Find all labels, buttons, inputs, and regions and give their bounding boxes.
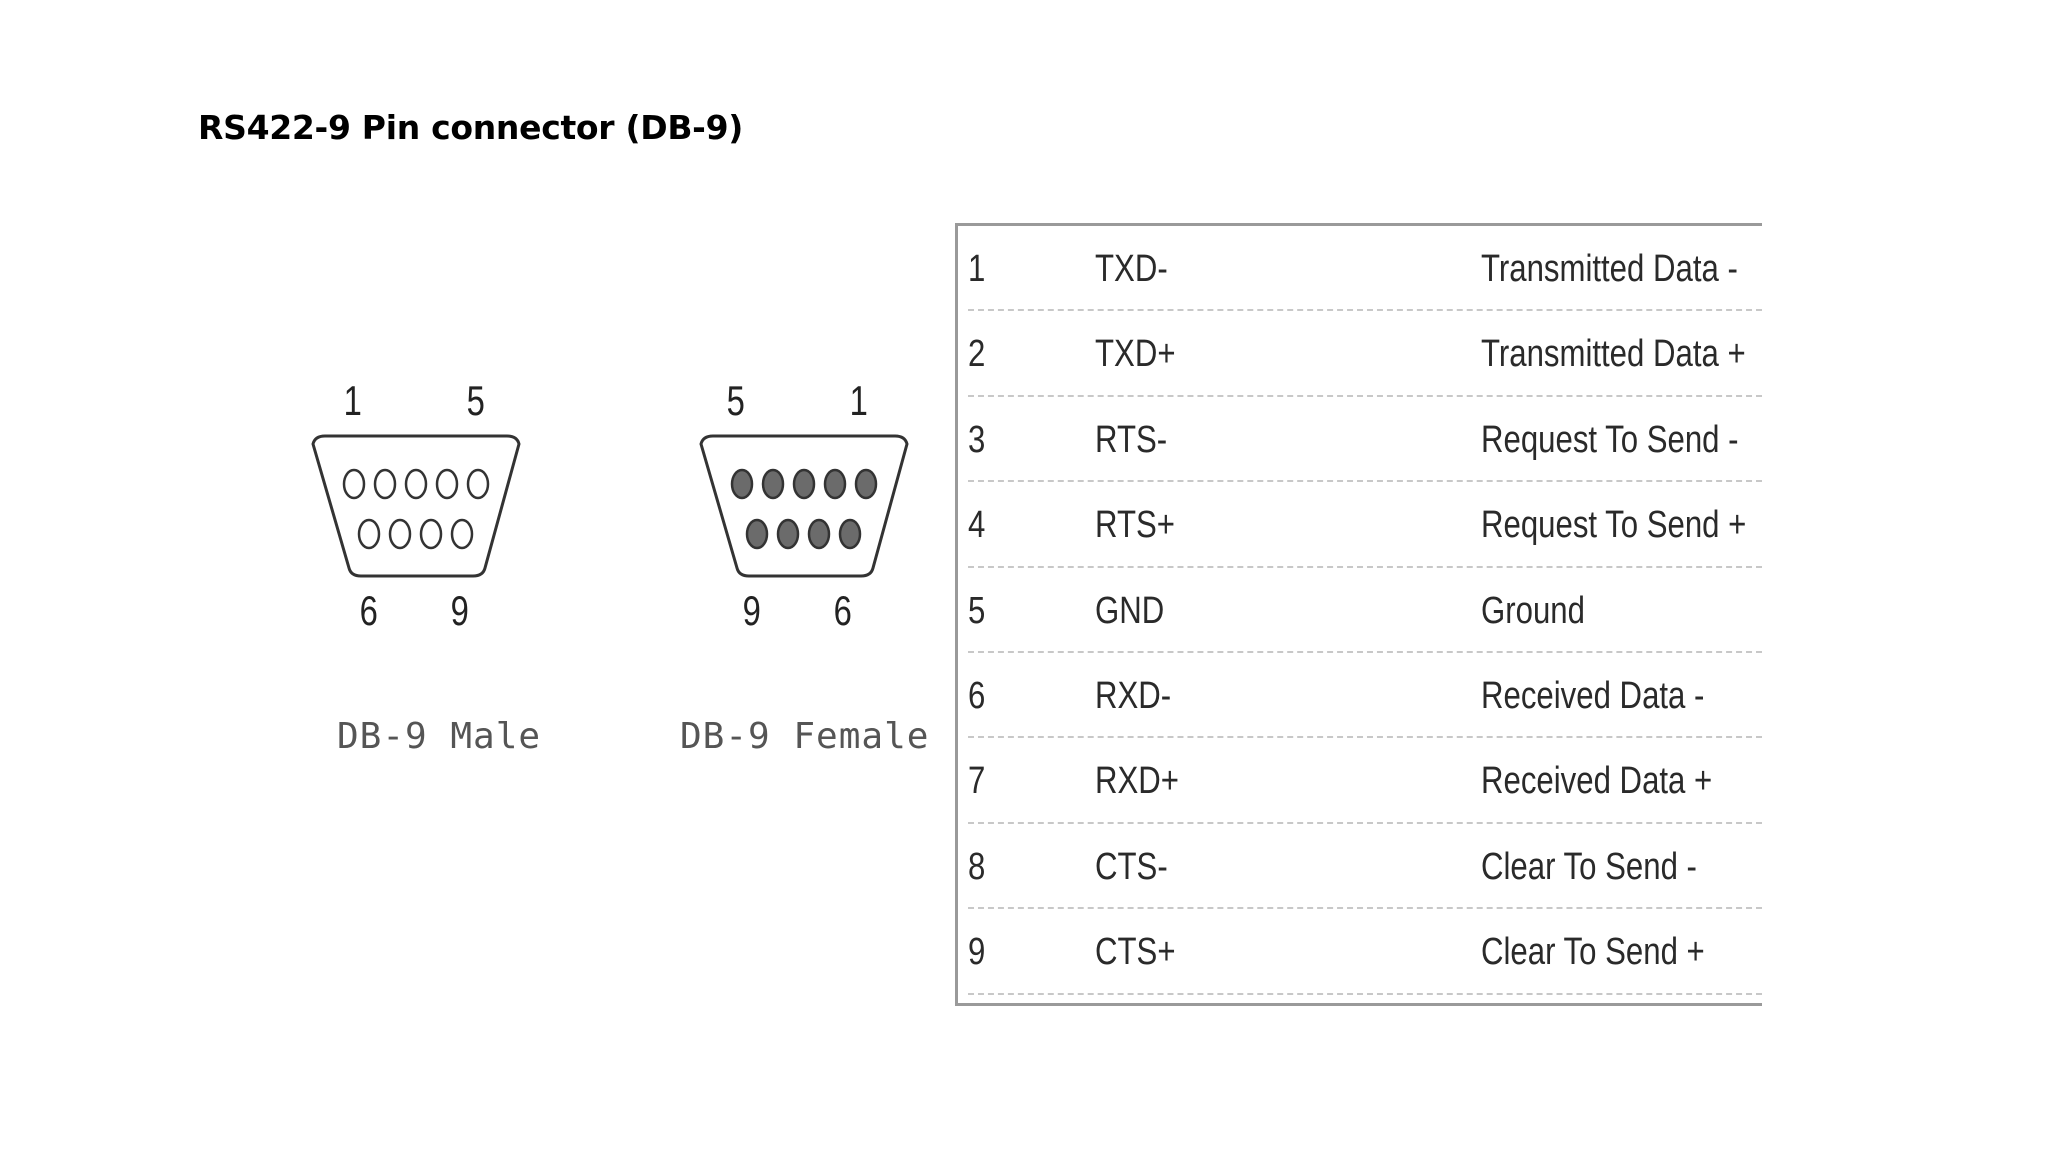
- table-row: 6 RXD- Received Data -: [968, 653, 1762, 739]
- female-pin-8: [776, 518, 800, 550]
- male-connector-shell: [311, 434, 521, 578]
- signal-description-cell: Request To Send -: [1481, 418, 1739, 461]
- male-connector-caption: DB-9 Male: [337, 716, 542, 757]
- table-row: 1 TXD- Transmitted Data -: [968, 226, 1762, 312]
- db9-male-connector: 1 5 6 9 DB-9 Male: [305, 370, 545, 790]
- table-row: 5 GND Ground: [968, 568, 1762, 653]
- table-row: 4 RTS+ Request To Send +: [968, 482, 1762, 568]
- male-pin-6: [357, 518, 381, 550]
- signal-description-cell: Request To Send +: [1481, 504, 1747, 547]
- female-pin-3: [792, 468, 816, 500]
- female-pin-6: [838, 518, 862, 550]
- signal-description-cell: Clear To Send +: [1481, 931, 1705, 974]
- pin-number-cell: 5: [968, 589, 986, 632]
- female-connector-caption: DB-9 Female: [680, 716, 930, 757]
- female-pin-5: [730, 468, 754, 500]
- signal-name-cell: RTS+: [1095, 504, 1175, 547]
- pin-number-cell: 8: [968, 845, 986, 888]
- signal-name-cell: TXD-: [1095, 248, 1168, 290]
- female-connector-shell: [699, 434, 909, 578]
- signal-description-cell: Received Data -: [1481, 674, 1705, 717]
- signal-name-cell: GND: [1095, 589, 1165, 632]
- male-top-left-pin-number: 1: [343, 377, 362, 424]
- pin-number-cell: 7: [968, 760, 986, 803]
- db9-female-connector: 5 1 9 6 DB-9 Female: [680, 370, 928, 790]
- female-top-right-pin-number: 1: [849, 377, 868, 424]
- male-pin-9: [450, 518, 474, 550]
- female-pin-4: [761, 468, 785, 500]
- table-row: 3 RTS- Request To Send -: [968, 397, 1762, 483]
- signal-name-cell: RTS-: [1095, 418, 1168, 461]
- table-row: 9 CTS+ Clear To Send +: [968, 909, 1762, 995]
- female-pin-9: [745, 518, 769, 550]
- pin-number-cell: 9: [968, 931, 986, 974]
- pin-number-cell: 2: [968, 333, 986, 376]
- signal-description-cell: Transmitted Data -: [1481, 248, 1738, 290]
- signal-description-cell: Clear To Send -: [1481, 845, 1697, 888]
- female-bottom-left-pin-number: 9: [742, 587, 761, 634]
- pin-number-cell: 4: [968, 504, 986, 547]
- pinout-table: 1 TXD- Transmitted Data - 2 TXD+ Transmi…: [955, 223, 1762, 1006]
- male-pin-1: [342, 468, 366, 500]
- pin-number-cell: 1: [968, 248, 986, 290]
- signal-name-cell: TXD+: [1095, 333, 1176, 376]
- table-row: 8 CTS- Clear To Send -: [968, 824, 1762, 910]
- table-row: 7 RXD+ Received Data +: [968, 738, 1762, 824]
- slide-title: RS422-9 Pin connector (DB-9): [198, 108, 744, 147]
- signal-name-cell: RXD-: [1095, 674, 1172, 717]
- signal-name-cell: RXD+: [1095, 760, 1179, 803]
- male-pin-3: [404, 468, 428, 500]
- female-bottom-right-pin-number: 6: [833, 587, 852, 634]
- male-bottom-right-pin-number: 9: [450, 587, 469, 634]
- pin-number-cell: 3: [968, 418, 986, 461]
- male-pin-8: [419, 518, 443, 550]
- signal-name-cell: CTS-: [1095, 845, 1168, 888]
- male-bottom-left-pin-number: 6: [359, 587, 378, 634]
- female-pin-2: [823, 468, 847, 500]
- table-row: 2 TXD+ Transmitted Data +: [968, 311, 1762, 397]
- signal-description-cell: Received Data +: [1481, 760, 1713, 803]
- male-top-right-pin-number: 5: [466, 377, 485, 424]
- male-pin-2: [373, 468, 397, 500]
- signal-description-cell: Transmitted Data +: [1481, 333, 1746, 376]
- male-pin-5: [466, 468, 490, 500]
- signal-name-cell: CTS+: [1095, 931, 1176, 974]
- pin-number-cell: 6: [968, 674, 986, 717]
- male-pin-4: [435, 468, 459, 500]
- female-pin-7: [807, 518, 831, 550]
- male-pin-7: [388, 518, 412, 550]
- female-pin-1: [854, 468, 878, 500]
- female-top-left-pin-number: 5: [726, 377, 745, 424]
- signal-description-cell: Ground: [1481, 589, 1585, 632]
